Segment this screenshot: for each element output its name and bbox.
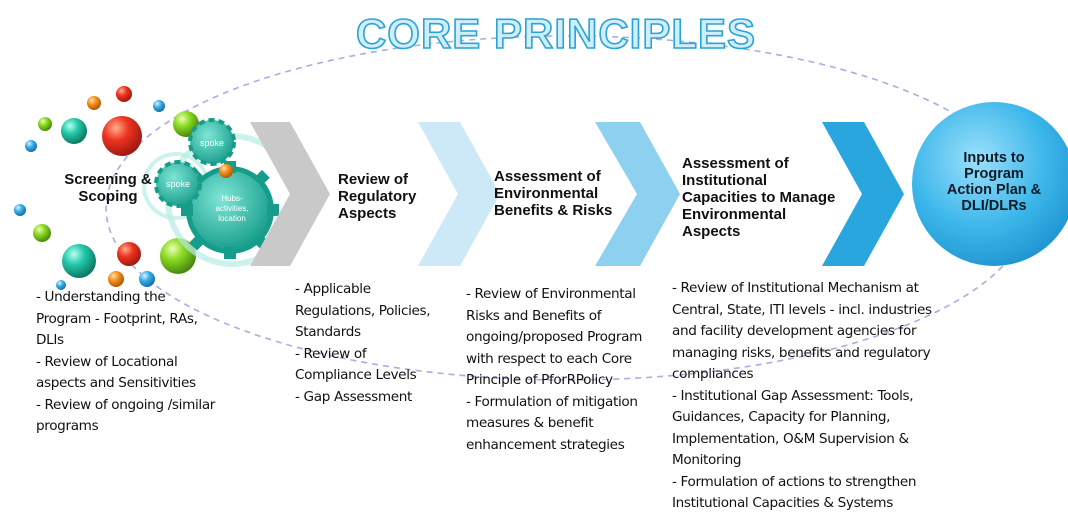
gear-label-hub-line-3: location xyxy=(218,214,246,223)
final-step-circle xyxy=(912,102,1068,266)
chevron-arrow-3 xyxy=(595,122,680,266)
stage-2-title-line: Regulatory xyxy=(338,188,417,205)
final-step-label: Inputs to Program Action Plan & DLI/DLRs xyxy=(932,150,1056,214)
stage-4-bullet-line: - Institutional Gap Assessment: Tools, xyxy=(672,387,914,404)
stage-4-bullet-line: Implementation, O&M Supervision & xyxy=(672,430,909,447)
stage-2-bullets: - Applicable Regulations, Policies, Stan… xyxy=(295,279,431,408)
stage-1-bullet-line: Program - Footprint, RAs, xyxy=(36,310,198,327)
gear-label-hub-line-2: activities, xyxy=(216,204,249,213)
stage-2-bullet-line: - Applicable xyxy=(295,281,371,297)
chevron-arrow-1 xyxy=(250,122,330,266)
stage-4-title-line: Environmental xyxy=(682,206,787,223)
final-step-line: Inputs to xyxy=(963,150,1025,166)
stage-4-bullet-line: Guidances, Capacity for Planning, xyxy=(672,409,891,425)
stage-3-bullet-line: ongoing/proposed Program xyxy=(466,329,643,345)
stage-3-bullet-line: - Review of Environmental xyxy=(466,286,636,302)
stage-1-title: Screening & Scoping xyxy=(58,171,158,205)
stage-4-title-line: Assessment of xyxy=(682,155,789,172)
stage-1-bullets: - Understanding the Program - Footprint,… xyxy=(36,287,215,438)
stage-4-bullet-line: and facility development agencies for xyxy=(672,323,917,339)
stage-4-bullet-line: Institutional Capacities & Systems xyxy=(672,495,893,511)
decorative-spheres xyxy=(14,86,199,290)
stage-1-bullet-line: - Review of Locational xyxy=(36,353,178,370)
stage-2-title-line: Review of xyxy=(338,171,409,188)
stage-1-bullet-line: DLIs xyxy=(36,332,64,348)
stage-4-title: Assessment of Institutional Capacities t… xyxy=(682,155,835,240)
stage-4-title-line: Aspects xyxy=(682,223,741,240)
sphere-orange-icon xyxy=(219,164,233,178)
stage-3-bullet-line: enhancement strategies xyxy=(466,436,625,453)
stage-3-title-line: Benefits & Risks xyxy=(494,202,613,219)
stage-3-bullet-line: with respect to each Core xyxy=(466,350,632,367)
stage-3-bullet-line: measures & benefit xyxy=(466,415,594,431)
stage-3-title-line: Environmental xyxy=(494,185,599,202)
sphere-orange-icon xyxy=(108,271,124,287)
stage-4-bullet-line: managing risks, benefits and regulatory xyxy=(672,344,931,361)
gear-label-spoke-left: spoke xyxy=(166,179,190,189)
gear-label-hub-line-1: Hubs- xyxy=(221,194,243,203)
stage-1-title-line: Screening & xyxy=(64,171,152,188)
sphere-red-icon xyxy=(117,242,141,266)
sphere-blue-icon xyxy=(153,100,165,112)
final-step-line: Program xyxy=(964,166,1024,182)
diagram-title: CORE PRINCIPLES xyxy=(356,10,756,57)
sphere-red-icon xyxy=(102,116,142,156)
stage-2-title-line: Aspects xyxy=(338,205,397,222)
stage-2-title: Review of Regulatory Aspects xyxy=(338,171,416,222)
sphere-blue-icon xyxy=(139,271,155,287)
stage-4-title-line: Institutional xyxy=(682,172,767,189)
stage-2-bullet-line: - Review of xyxy=(295,345,367,362)
stage-3-bullets: - Review of Environmental Risks and Bene… xyxy=(466,284,642,456)
stage-4-bullet-line: compliances xyxy=(672,366,754,382)
stage-3-bullet-line: Principle of PforRPolicy xyxy=(466,372,613,388)
sphere-teal-icon xyxy=(62,244,96,278)
stage-2-bullet-line: - Gap Assessment xyxy=(295,388,412,405)
sphere-teal-icon xyxy=(61,118,87,144)
gear-cluster: spoke spoke Hubs- activities, location xyxy=(142,118,299,267)
gear-label-spoke-top: spoke xyxy=(200,138,224,148)
stage-3-bullet-line: - Formulation of mitigation xyxy=(466,393,638,410)
final-step-line: DLI/DLRs xyxy=(961,198,1027,214)
stage-3-title: Assessment of Environmental Benefits & R… xyxy=(494,168,612,219)
spoke-gear-left-icon xyxy=(154,160,202,208)
stage-3-bullet-line: Risks and Benefits of xyxy=(466,307,602,324)
sphere-blue-icon xyxy=(25,140,37,152)
sphere-blue-icon xyxy=(56,280,66,290)
stage-4-bullet-line: Central, State, ITI levels - incl. indus… xyxy=(672,301,932,318)
stage-1-title-line: Scoping xyxy=(78,188,138,205)
stage-4-bullet-line: - Formulation of actions to strengthen xyxy=(672,473,917,490)
stage-1-bullet-line: - Understanding the xyxy=(36,289,166,305)
sphere-green-icon xyxy=(33,224,51,242)
chevron-arrow-4 xyxy=(822,122,904,266)
final-step-line: Action Plan & xyxy=(946,182,1042,198)
stage-2-bullet-line: Standards xyxy=(295,324,361,340)
stage-1-bullet-line: - Review of ongoing /similar xyxy=(36,396,216,413)
stage-4-bullet-line: Monitoring xyxy=(672,452,742,468)
hub-gear-icon xyxy=(181,161,279,259)
sphere-orange-icon xyxy=(87,96,101,110)
stage-2-bullet-line: Regulations, Policies, xyxy=(295,302,431,319)
stage-1-bullet-line: aspects and Sensitivities xyxy=(36,375,196,391)
stage-2-bullet-line: Compliance Levels xyxy=(295,367,417,383)
stage-4-bullet-line: - Review of Institutional Mechanism at xyxy=(672,280,919,296)
sphere-red-icon xyxy=(116,86,132,102)
chevron-arrow-2 xyxy=(418,122,500,266)
sphere-green-icon xyxy=(38,117,52,131)
spoke-gear-top-icon xyxy=(188,118,236,166)
sphere-blue-icon xyxy=(14,204,26,216)
stage-3-title-line: Assessment of xyxy=(494,168,601,185)
stage-4-title-line: Capacities to Manage xyxy=(682,189,836,206)
stage-4-bullets: - Review of Institutional Mechanism at C… xyxy=(672,278,932,515)
stage-1-bullet-line: programs xyxy=(36,418,99,434)
